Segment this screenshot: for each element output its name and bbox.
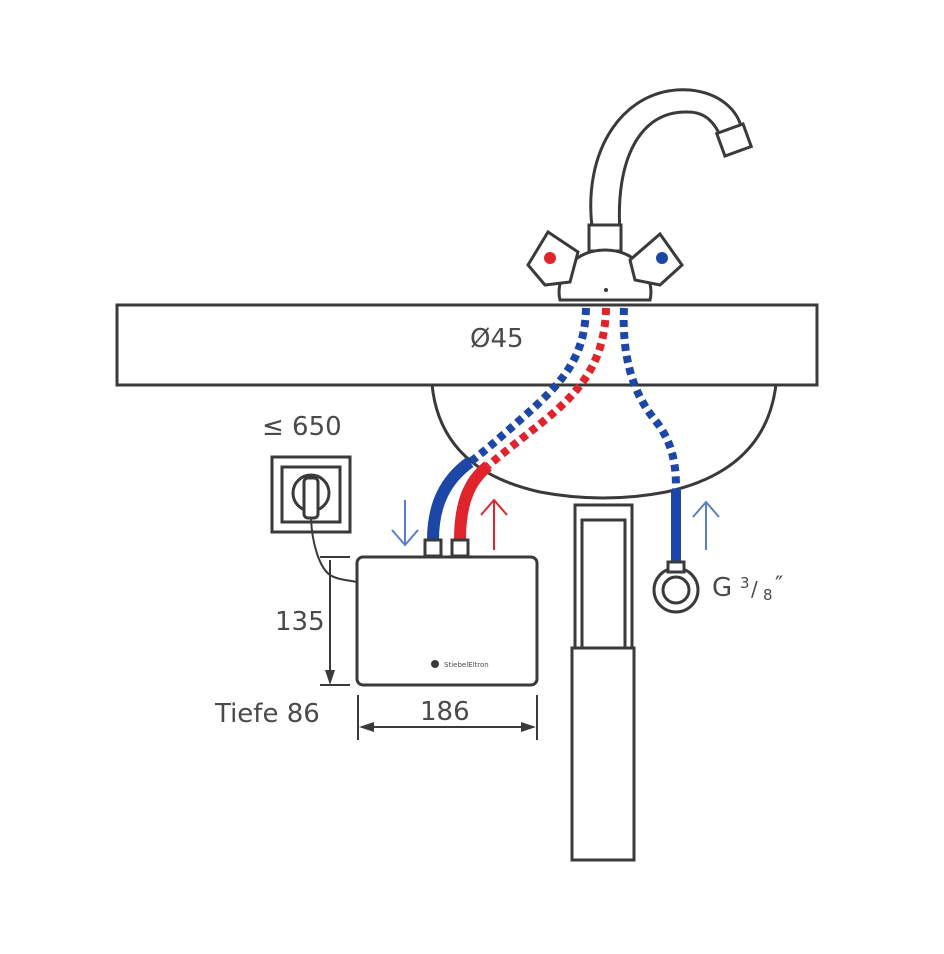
wall-socket [270, 455, 358, 583]
heater-height-label: 135 [275, 607, 325, 637]
heater-width-label: 186 [420, 697, 470, 727]
drain-pipe [570, 503, 636, 862]
cold-inflow-arrow [391, 500, 419, 547]
tap-hole-label: Ø45 [470, 324, 524, 354]
basin-bowl [430, 382, 778, 500]
height-dimension [320, 556, 350, 686]
hot-outflow-arrow [480, 498, 508, 550]
flow-arrows [391, 498, 720, 550]
heater-depth-label: Tiefe 86 [214, 699, 320, 729]
supply-arrow [692, 500, 720, 550]
cold-indicator-dot [656, 252, 668, 264]
svg-text:″: ″ [775, 573, 783, 598]
svg-text:3: 3 [740, 574, 750, 592]
width-dimension [357, 695, 538, 740]
water-heater: StiebelEltron [355, 538, 539, 687]
mixer-tap [526, 88, 754, 302]
svg-text:G: G [712, 573, 732, 603]
countertop [115, 303, 819, 387]
cold-water-connection [652, 560, 700, 614]
brand-label: StiebelEltron [444, 661, 489, 669]
hidden-hoses [467, 307, 680, 491]
visible-hoses [427, 457, 681, 565]
svg-text:8: 8 [763, 586, 773, 604]
hot-indicator-dot [544, 252, 556, 264]
svg-text:/: / [751, 577, 758, 601]
socket-height-label: ≤ 650 [262, 412, 342, 442]
thread-size-label: G 3 / 8 ″ [712, 573, 783, 604]
